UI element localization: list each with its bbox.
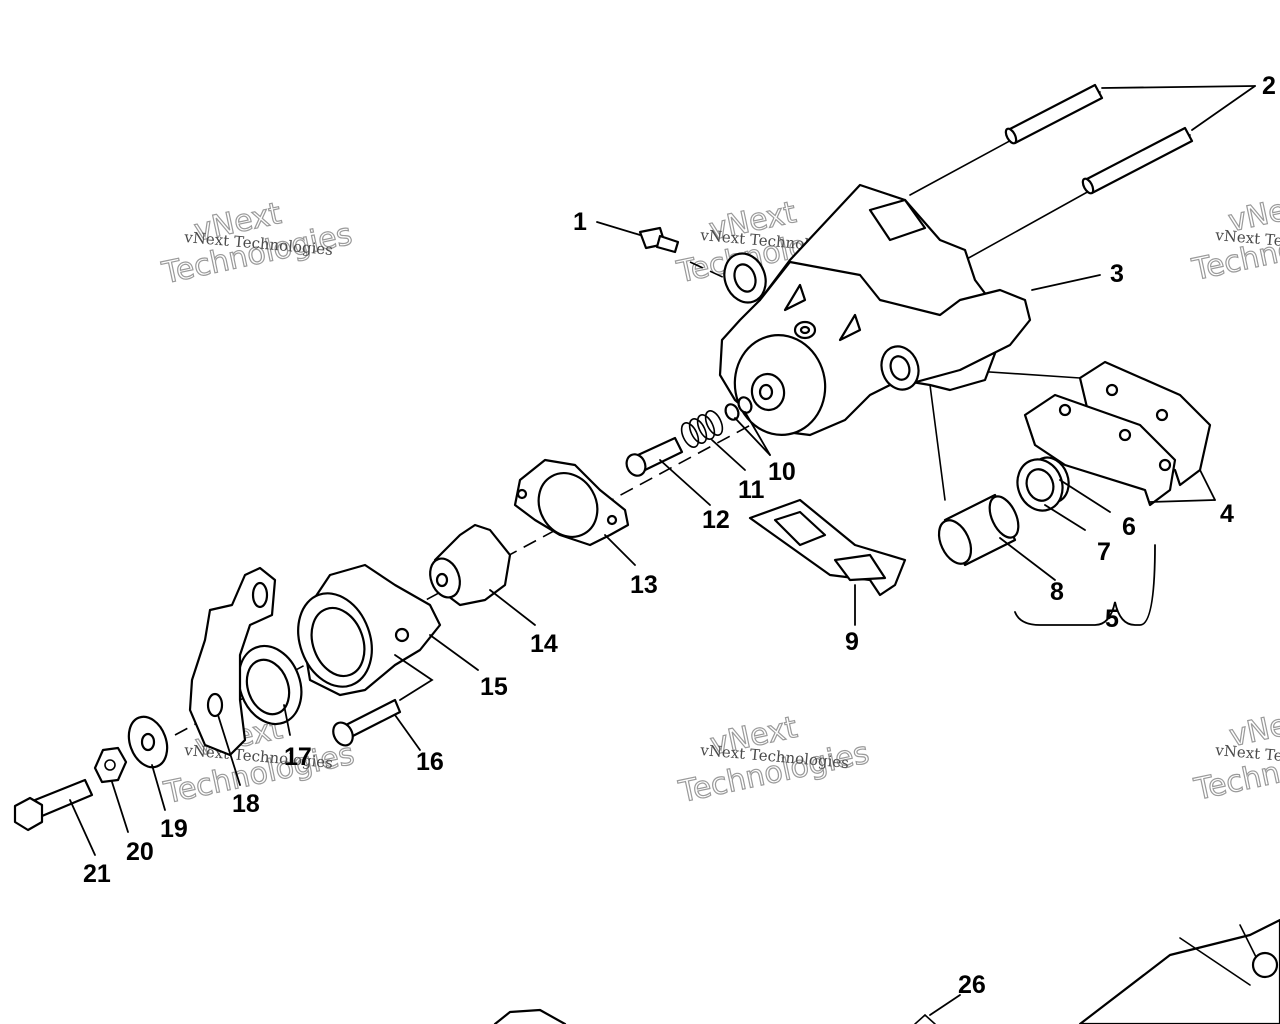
- part-1-bleeder-screw: [638, 226, 680, 254]
- part-15-housing: [297, 563, 442, 697]
- leader-lines: [69, 85, 1256, 1016]
- callout-20: 20: [126, 838, 154, 866]
- part-13-gasket: [513, 458, 630, 547]
- callout-15: 15: [480, 673, 508, 701]
- part-20-nut: [93, 746, 128, 784]
- callout-8: 8: [1050, 578, 1064, 606]
- callout-7: 7: [1097, 538, 1111, 566]
- callout-2: 2: [1262, 72, 1276, 100]
- part-3-caliper-body: [718, 183, 1032, 437]
- partial-assembly-bottom: [493, 918, 1280, 1024]
- callout-11: 11: [738, 476, 765, 504]
- callout-3: 3: [1110, 260, 1124, 288]
- part-2-pins: [1004, 83, 1194, 195]
- part-17-seal: [237, 644, 303, 726]
- callout-10: 10: [768, 458, 796, 486]
- callout-1: 1: [573, 208, 587, 236]
- callout-6: 6: [1122, 513, 1136, 541]
- callout-9: 9: [845, 628, 859, 656]
- callout-17: 17: [284, 743, 312, 771]
- part-8-piston: [937, 493, 1020, 567]
- callout-14: 14: [530, 630, 558, 658]
- part-6-7-seals: [1016, 456, 1070, 512]
- part-21-bolt: [13, 778, 94, 832]
- callout-13: 13: [630, 571, 658, 599]
- part-11-spring: [680, 410, 724, 448]
- callout-4: 4: [1220, 500, 1234, 528]
- part-12-plunger: [625, 436, 684, 477]
- callout-19: 19: [160, 815, 188, 843]
- part-16-screw: [332, 698, 402, 747]
- part-4-brake-pads: [1023, 360, 1212, 507]
- callout-5: 5: [1105, 605, 1119, 633]
- callout-21: 21: [83, 860, 111, 888]
- part-14-adapter: [429, 523, 512, 607]
- part-9-clip: [748, 498, 907, 597]
- part-18-bracket: [188, 566, 277, 757]
- callout-16: 16: [416, 748, 444, 776]
- callout-12: 12: [702, 506, 730, 534]
- callout-26: 26: [958, 971, 986, 999]
- part-19-washer: [127, 715, 169, 769]
- callout-18: 18: [232, 790, 260, 818]
